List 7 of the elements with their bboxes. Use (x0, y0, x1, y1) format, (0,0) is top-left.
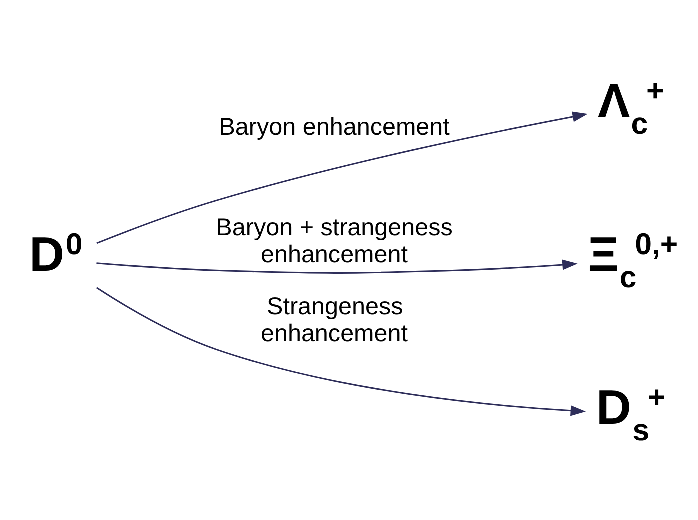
node-text: D$^{0}$ (30, 228, 83, 282)
arrow (96, 112, 588, 244)
arrow (96, 260, 578, 274)
edge-label: Strangeness enhancement (260, 293, 408, 348)
edge-label: Baryon enhancement (219, 114, 450, 142)
edge-label: Baryon + strangeness enhancement (216, 214, 453, 269)
arrow (96, 287, 586, 416)
